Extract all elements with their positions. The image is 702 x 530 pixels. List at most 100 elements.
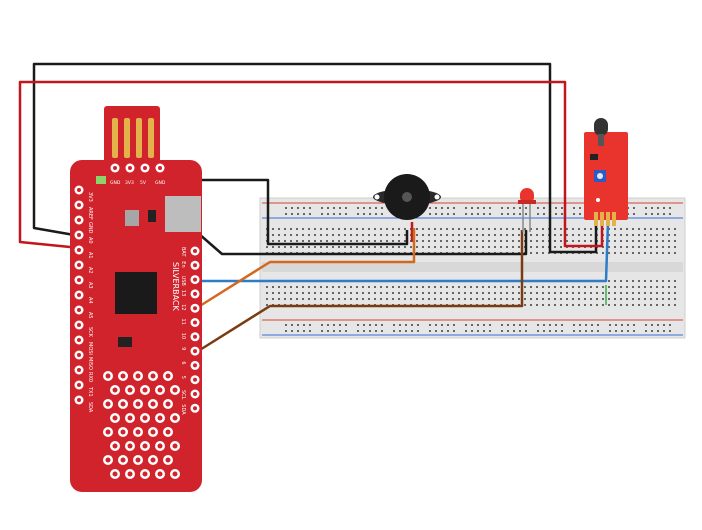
- breadboard-hole: [626, 240, 628, 242]
- breadboard-hole: [560, 304, 562, 306]
- breadboard-hole: [536, 304, 538, 306]
- breadboard-hole: [662, 228, 664, 230]
- breadboard-hole: [464, 286, 466, 288]
- breadboard-hole: [470, 286, 472, 288]
- breadboard-hole: [524, 304, 526, 306]
- breadboard-hole: [344, 228, 346, 230]
- breadboard-hole: [308, 286, 310, 288]
- top-pin-label: 3V3: [125, 180, 134, 186]
- breadboard-hole: [308, 234, 310, 236]
- proto-hole: [127, 415, 133, 421]
- breadboard-hole: [308, 228, 310, 230]
- breadboard-hole: [566, 286, 568, 288]
- breadboard-hole: [579, 324, 581, 326]
- right-pin-hole: [193, 291, 197, 296]
- breadboard-hole: [632, 304, 634, 306]
- breadboard-hole: [482, 240, 484, 242]
- breadboard-hole: [548, 286, 550, 288]
- breadboard-hole: [453, 207, 455, 209]
- capacitor: [148, 210, 156, 222]
- breadboard-hole: [572, 234, 574, 236]
- breadboard-hole: [674, 246, 676, 248]
- breadboard-hole: [404, 292, 406, 294]
- wires: [18, 62, 610, 355]
- breadboard-hole: [554, 228, 556, 230]
- breadboard-hole: [501, 207, 503, 209]
- breadboard-hole: [644, 304, 646, 306]
- top-pin-hole: [158, 166, 162, 170]
- breadboard-hole: [434, 240, 436, 242]
- breadboard-hole: [518, 286, 520, 288]
- breadboard-hole: [674, 252, 676, 254]
- breadboard-hole: [663, 330, 665, 332]
- left-pin-header: 3V3AREFGNDA0A1A2A3A4A5SCKMOSIMISORX0TX1S…: [74, 185, 93, 413]
- breadboard-hole: [632, 240, 634, 242]
- breadboard-hole: [488, 240, 490, 242]
- ir-receiver-leg: [598, 134, 604, 146]
- left-pin-hole: [77, 278, 81, 282]
- brown-wire-9-to-led: [194, 230, 524, 355]
- right-pin-hole: [193, 377, 197, 382]
- breadboard-hole: [350, 246, 352, 248]
- proto-hole: [165, 457, 171, 463]
- breadboard-hole: [344, 298, 346, 300]
- breadboard-hole: [464, 240, 466, 242]
- breadboard-hole: [266, 246, 268, 248]
- breadboard-hole: [284, 286, 286, 288]
- breadboard-hole: [278, 240, 280, 242]
- left-pin-hole: [77, 398, 81, 402]
- breadboard-hole: [290, 228, 292, 230]
- breadboard-hole: [441, 207, 443, 209]
- breadboard-hole: [572, 304, 574, 306]
- breadboard-hole: [662, 304, 664, 306]
- breadboard-hole: [542, 240, 544, 242]
- breadboard-hole: [272, 240, 274, 242]
- breadboard-hole: [489, 213, 491, 215]
- breadboard-hole: [609, 330, 611, 332]
- breadboard-hole: [458, 298, 460, 300]
- right-pin-label: USB: [180, 276, 186, 287]
- proto-hole: [135, 457, 141, 463]
- breadboard-hole: [536, 286, 538, 288]
- breadboard-hole: [597, 324, 599, 326]
- breadboard-hole: [350, 298, 352, 300]
- breadboard-hole: [506, 246, 508, 248]
- breadboard-hole: [530, 240, 532, 242]
- left-pin-hole: [77, 338, 81, 342]
- breadboard-hole: [363, 213, 365, 215]
- breadboard-hole: [326, 298, 328, 300]
- breadboard-hole: [374, 292, 376, 294]
- breadboard-hole: [464, 228, 466, 230]
- breadboard-hole: [560, 292, 562, 294]
- breadboard-hole: [368, 234, 370, 236]
- breadboard-hole: [554, 286, 556, 288]
- flame-sensor-module: [584, 118, 628, 226]
- breadboard-hole: [357, 207, 359, 209]
- piezo-buzzer: [373, 174, 441, 220]
- usb-contact: [136, 118, 142, 158]
- breadboard-hole: [404, 234, 406, 236]
- breadboard-hole: [416, 234, 418, 236]
- breadboard-hole: [573, 330, 575, 332]
- breadboard-hole: [446, 228, 448, 230]
- breadboard-hole: [488, 234, 490, 236]
- breadboard-hole: [345, 207, 347, 209]
- breadboard-hole: [338, 286, 340, 288]
- left-pin-label: A0: [87, 237, 93, 244]
- breadboard-hole: [620, 286, 622, 288]
- breadboard-hole: [327, 213, 329, 215]
- breadboard-hole: [650, 280, 652, 282]
- breadboard-hole: [321, 330, 323, 332]
- proto-hole: [150, 401, 156, 407]
- breadboard-hole: [405, 324, 407, 326]
- breadboard-hole: [668, 304, 670, 306]
- breadboard-hole: [362, 234, 364, 236]
- breadboard-hole: [572, 228, 574, 230]
- breadboard-hole: [554, 246, 556, 248]
- breadboard-hole: [344, 234, 346, 236]
- right-pin-label: 12: [180, 304, 186, 310]
- breadboard-hole: [542, 298, 544, 300]
- silverback-board: SILVERBACK 3V3AREFGNDA0A1A2A3A4A5SCKMOSI…: [70, 106, 202, 492]
- breadboard-hole: [386, 240, 388, 242]
- breadboard-hole: [404, 298, 406, 300]
